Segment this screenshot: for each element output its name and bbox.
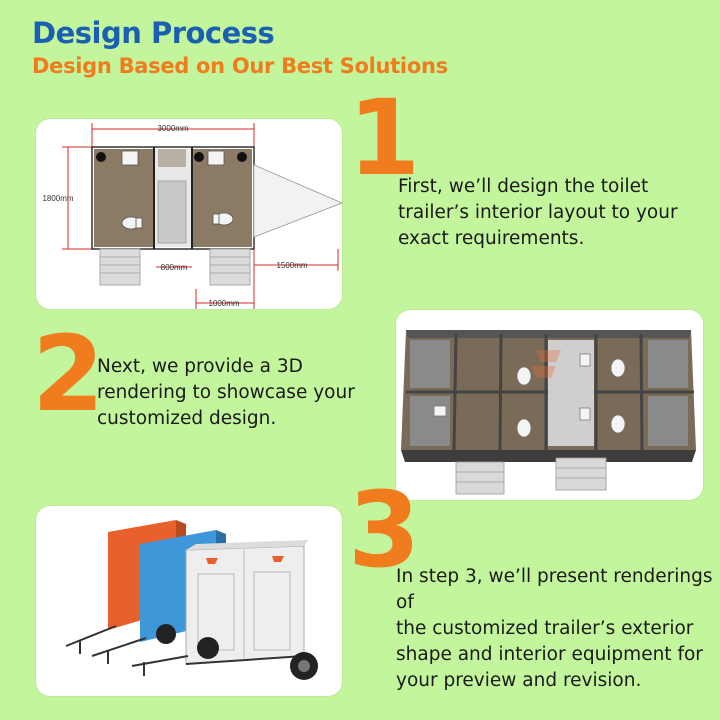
3d-rendering-card xyxy=(396,310,703,500)
dim-height-label: 1800mm xyxy=(42,194,73,203)
step-1-text: First, we’ll design the toilet trailer’s… xyxy=(398,176,678,249)
step-2-text: Next, we provide a 3D rendering to showc… xyxy=(97,356,355,429)
step-2-number: 2 xyxy=(32,313,105,435)
step-1-number: 1 xyxy=(348,77,421,199)
dim-tongue-label: 1500mm xyxy=(276,261,307,270)
page-subtitle: Design Based on Our Best Solutions xyxy=(32,54,448,78)
page-title: Design Process xyxy=(32,16,275,50)
dim-door-label: 800mm xyxy=(161,263,188,272)
exterior-rendering-card xyxy=(36,506,342,696)
step-3-number: 3 xyxy=(348,469,421,591)
floor-plan-drawing: 3000mm 1800mm xyxy=(42,123,342,309)
dim-width-label: 3000mm xyxy=(157,124,188,133)
dim-bottom-label: 1000mm xyxy=(208,299,239,308)
exterior-rendering-drawing xyxy=(65,520,318,680)
sink-icon xyxy=(121,150,225,166)
steps-icon xyxy=(99,248,251,286)
floor-plan-card: 3000mm 1800mm xyxy=(36,119,342,309)
toilet-icon xyxy=(121,212,234,230)
step-3-text: In step 3, we’ll present renderings of t… xyxy=(396,566,713,691)
3d-rendering-drawing xyxy=(401,330,696,495)
